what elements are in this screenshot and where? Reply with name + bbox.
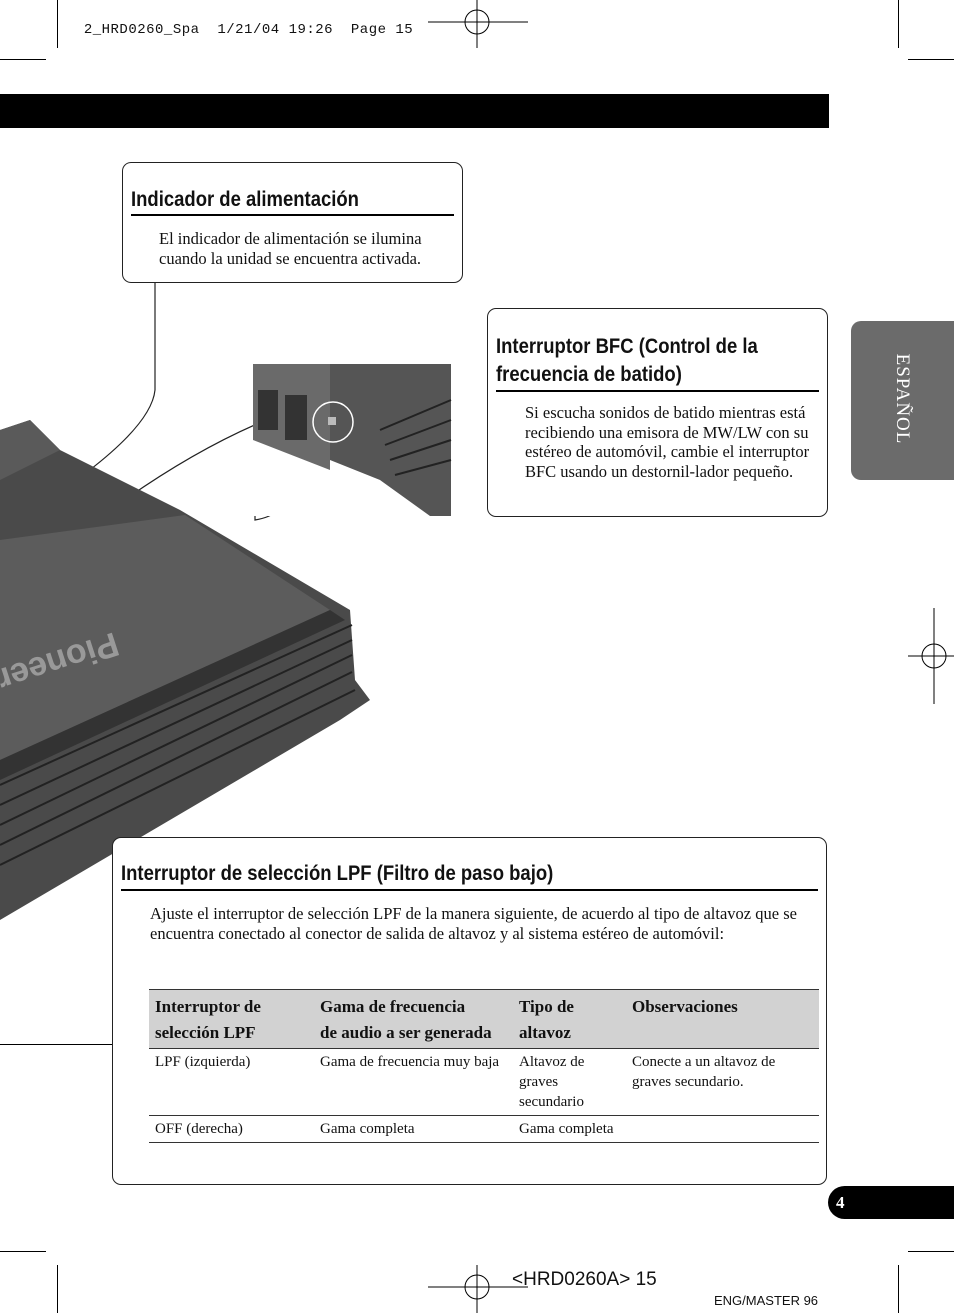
print-page: Page 15 [350,22,414,38]
bfc-title-line2: frecuencia de batido) [496,363,682,386]
language-tab [851,321,954,480]
table-cell: Altavoz de graves secundario [519,1054,585,1110]
table-cell [626,1116,819,1143]
bfc-text: Si escucha sonidos de batido mientras es… [525,403,810,481]
power-indicator-box: Indicador de alimentación El indicador d… [122,162,463,283]
bfc-switch-box: Interruptor BFC (Control de la frecuenci… [487,308,828,517]
registration-mark-bottom [428,1265,528,1313]
header-bar [0,94,829,128]
footer-code: <HRD0260A> 15 [512,1269,657,1290]
power-indicator-title: Indicador de alimentación [131,188,359,211]
lpf-text: Ajuste el interruptor de selección LPF d… [150,904,797,943]
registration-mark-right [908,608,954,704]
print-file: 2_HRD0260_Spa [83,22,200,38]
footer-master: ENG/MASTER 96 [714,1293,819,1308]
bfc-title-line1: Interruptor BFC (Control de la [496,335,758,358]
print-header: 2_HRD0260_Spa 1/21/04 19:26 Page 15 [66,6,413,38]
divider-line [0,1044,112,1045]
print-date: 1/21/04 [217,22,280,38]
lpf-title: Interruptor de selección LPF (Filtro de … [121,862,554,885]
table-cell: Gama completa [320,1121,415,1137]
title-underline [121,889,818,891]
title-underline [131,214,454,216]
table-row: OFF (derecha) Gama completa Gama complet… [149,1116,819,1143]
table-row: LPF (izquierda) Gama de frecuencia muy b… [149,1049,819,1116]
table-cell: Gama de frecuencia muy baja [320,1054,500,1070]
page-number-badge: 4 [828,1186,954,1219]
table-cell: OFF (derecha) [155,1121,243,1137]
table-cell: Conecte a un altavoz de graves secundari… [632,1054,776,1090]
table-cell: Gama completa [519,1121,614,1137]
title-underline [496,390,819,392]
page-number: 4 [836,1193,845,1212]
amplifier-illustration: Pioneer [0,282,452,920]
print-time: 19:26 [288,22,334,38]
lpf-switch-box: Interruptor de selección LPF (Filtro de … [112,837,827,1185]
table-cell: LPF (izquierda) [155,1054,251,1070]
registration-mark-top [428,0,528,48]
language-tab-label: ESPAÑOL [892,353,913,445]
column-header: Observaciones [632,997,738,1016]
power-indicator-text: El indicador de alimentación se ilumina … [159,229,422,268]
